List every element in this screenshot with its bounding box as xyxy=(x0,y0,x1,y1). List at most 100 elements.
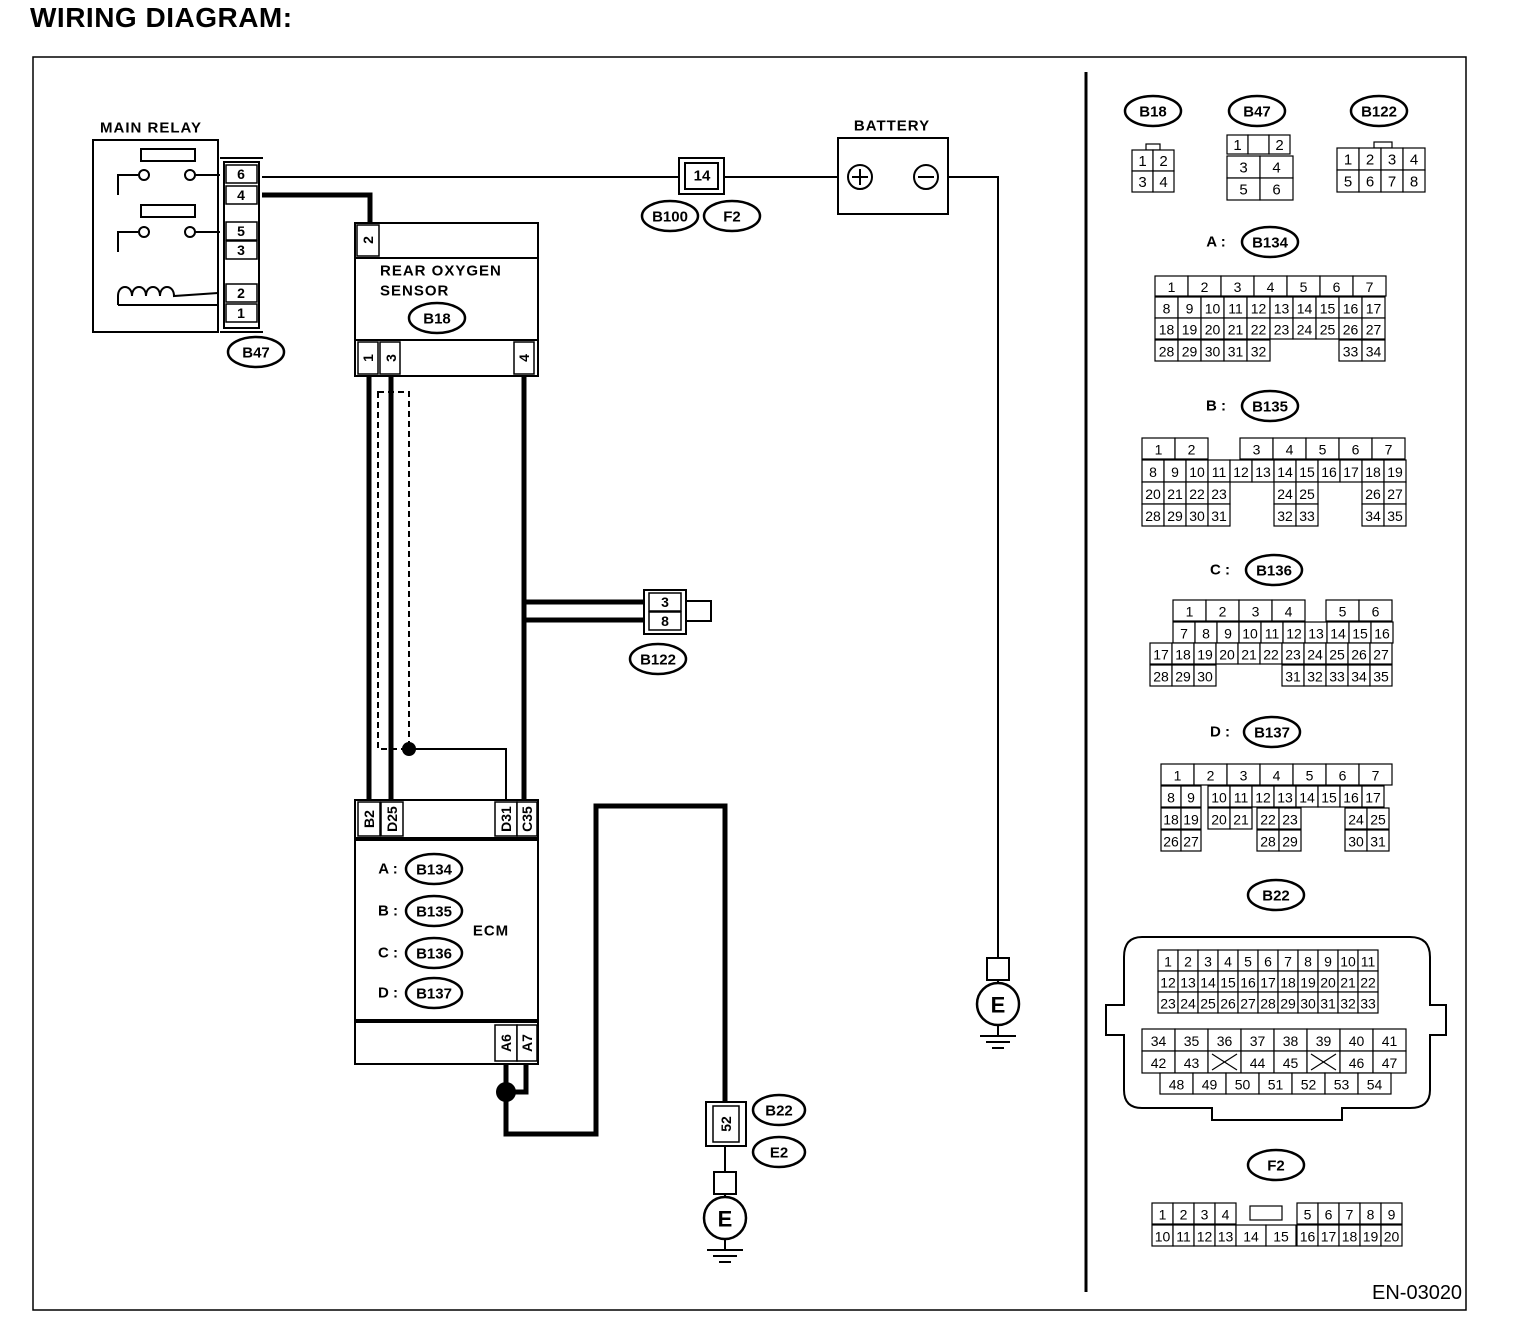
relay-pin-6 xyxy=(225,164,258,184)
view-f2-key xyxy=(1249,1205,1283,1221)
view-f2-label-oval xyxy=(1246,1148,1306,1182)
view-b135r2c-pin-26: 26 xyxy=(1365,486,1381,502)
view-b135r1-pin-8: 8 xyxy=(1149,464,1157,480)
wire-ecm-ground xyxy=(503,803,728,1137)
view-b22r3-pin-35: 35 xyxy=(1184,1033,1200,1049)
view-b136b-pin-5: 5 xyxy=(1339,604,1347,620)
sensor-pin-2 xyxy=(356,224,380,257)
view-b135r3a-pin-31: 31 xyxy=(1211,508,1227,524)
view-b22r5-pin-48: 48 xyxy=(1169,1077,1185,1093)
view-b134r2-pin-19: 19 xyxy=(1182,322,1198,338)
view-b136r3b-pin-35: 35 xyxy=(1373,669,1389,685)
view-b135r2a-pin-23: 23 xyxy=(1211,486,1227,502)
view-b18-label-label: B18 xyxy=(1139,104,1167,121)
view-b135r3b-pin-33: 33 xyxy=(1299,508,1315,524)
view-b136r2-pin-26: 26 xyxy=(1351,647,1367,663)
ground-e2-label: E xyxy=(718,1207,733,1232)
view-b22r3-pin-38: 38 xyxy=(1283,1033,1299,1049)
view-b137r1b-pin-16: 16 xyxy=(1343,790,1359,806)
view-b22r4-cross-b-0-2 xyxy=(1211,1053,1238,1071)
view-b137r1b-cell-0-7 xyxy=(1361,785,1385,808)
view-b47-pin-2: 2 xyxy=(1275,137,1283,154)
view-f2a-pin-3: 3 xyxy=(1201,1207,1209,1223)
wire-to-b122-8 xyxy=(521,617,648,800)
view-b135r1-pin-16: 16 xyxy=(1321,464,1337,480)
view-b137r3b-pin-28: 28 xyxy=(1260,834,1276,850)
view-b136r1-pin-8: 8 xyxy=(1202,626,1210,642)
view-b122-pin-3: 3 xyxy=(1388,152,1396,169)
view-b134r3b-pin-34: 34 xyxy=(1366,344,1382,360)
ecm-pin-label-d25: D25 xyxy=(384,806,400,832)
view-b22r4-pin-42: 42 xyxy=(1151,1055,1167,1071)
view-b22r3-pin-40: 40 xyxy=(1349,1033,1365,1049)
relay-pin-label-3: 3 xyxy=(237,242,245,258)
view-b47-cell-0-2 xyxy=(1268,134,1291,155)
view-b22r3-pin-36: 36 xyxy=(1217,1033,1233,1049)
view-b22-pin-13: 13 xyxy=(1180,975,1196,991)
fuse-connector-f2-oval xyxy=(702,199,762,233)
view-b136-label-label: B136 xyxy=(1256,563,1292,580)
ecm-connector-b135-label: B135 xyxy=(416,904,452,921)
view-b135r3a-pin-30: 30 xyxy=(1189,508,1205,524)
view-b137r1b-pin-15: 15 xyxy=(1321,790,1337,806)
view-b137r2c-pin-23: 23 xyxy=(1282,812,1298,828)
view-f2r1a-pin-11: 11 xyxy=(1176,1229,1191,1245)
view-b22-pin-30: 30 xyxy=(1300,996,1316,1012)
view-f2r1b-cell-0-1 xyxy=(1265,1224,1297,1247)
view-b47b-pin-6: 6 xyxy=(1272,182,1280,199)
view-b135r2b-pin-24: 24 xyxy=(1277,486,1293,502)
view-b137-pin-2: 2 xyxy=(1207,768,1215,784)
view-b22-pin-4: 4 xyxy=(1224,954,1232,970)
view-b136-prefix: C : xyxy=(1210,562,1230,579)
ecm-prefix-d: D : xyxy=(378,985,398,1002)
view-b136r2-pin-20: 20 xyxy=(1219,647,1235,663)
view-b22-pin-11: 11 xyxy=(1361,954,1376,970)
b22-inline-pin xyxy=(712,1105,740,1143)
view-b22-pin-5: 5 xyxy=(1244,954,1252,970)
b122-connector-tab xyxy=(685,600,712,622)
view-b137r1a-cell-0-1 xyxy=(1180,785,1202,808)
fuse-connector-b100-label: B100 xyxy=(652,209,688,226)
view-b22r5-pin-53: 53 xyxy=(1334,1077,1350,1093)
view-b136r3a-pin-29: 29 xyxy=(1175,669,1191,685)
view-b134r1-pin-16: 16 xyxy=(1343,301,1359,317)
view-b137r2d-cell-0-1 xyxy=(1366,807,1390,830)
view-b136-label-oval xyxy=(1244,553,1304,587)
shield-dashed xyxy=(377,391,410,750)
view-b122-pin-2: 2 xyxy=(1366,152,1374,169)
view-b135-prefix: B : xyxy=(1206,398,1226,415)
view-b137-pin-3: 3 xyxy=(1240,768,1248,784)
view-b137r3b-cell-0-1 xyxy=(1278,829,1302,852)
view-b135r3a-pin-28: 28 xyxy=(1145,508,1161,524)
view-b135a-pin-1: 1 xyxy=(1155,442,1163,458)
view-b22-pin-22: 22 xyxy=(1360,975,1376,991)
view-b22-pin-17: 17 xyxy=(1260,975,1276,991)
view-b135r1-pin-12: 12 xyxy=(1233,464,1249,480)
view-b134-cell-0-6 xyxy=(1352,275,1387,297)
fuse-connector-pin xyxy=(684,162,719,190)
relay-pin-1 xyxy=(225,303,258,323)
view-b134r1-pin-10: 10 xyxy=(1205,301,1221,317)
view-b22-pin-9: 9 xyxy=(1324,954,1332,970)
view-b22-pin-8: 8 xyxy=(1304,954,1312,970)
view-b137-pin-6: 6 xyxy=(1339,768,1347,784)
view-b137r3a-pin-27: 27 xyxy=(1183,834,1199,850)
view-b134-prefix: A : xyxy=(1206,234,1225,251)
view-b47b-cell-1-1 xyxy=(1259,177,1294,201)
view-b135b-pin-3: 3 xyxy=(1253,442,1261,458)
view-b136r1-pin-11: 11 xyxy=(1265,626,1280,642)
view-b134r2-pin-26: 26 xyxy=(1343,322,1359,338)
ecm-pin-label-a7: A7 xyxy=(519,1034,535,1052)
view-b137r1b-pin-11: 11 xyxy=(1234,790,1249,806)
view-b136r3a-pin-28: 28 xyxy=(1153,669,1169,685)
page-title: WIRING DIAGRAM: xyxy=(30,2,293,33)
fuse-pin-label: 14 xyxy=(694,168,711,185)
view-b22-cell-2-10 xyxy=(1357,991,1379,1014)
view-b22-pin-31: 31 xyxy=(1320,996,1336,1012)
view-b22r4-pin-47: 47 xyxy=(1382,1055,1398,1071)
sensor-pin-label-3: 3 xyxy=(383,354,399,362)
view-f2r1c-pin-19: 19 xyxy=(1363,1229,1379,1245)
sensor-connector-b18-oval xyxy=(407,301,467,335)
view-b136r1-pin-14: 14 xyxy=(1330,626,1346,642)
view-b22-pin-1: 1 xyxy=(1164,954,1172,970)
